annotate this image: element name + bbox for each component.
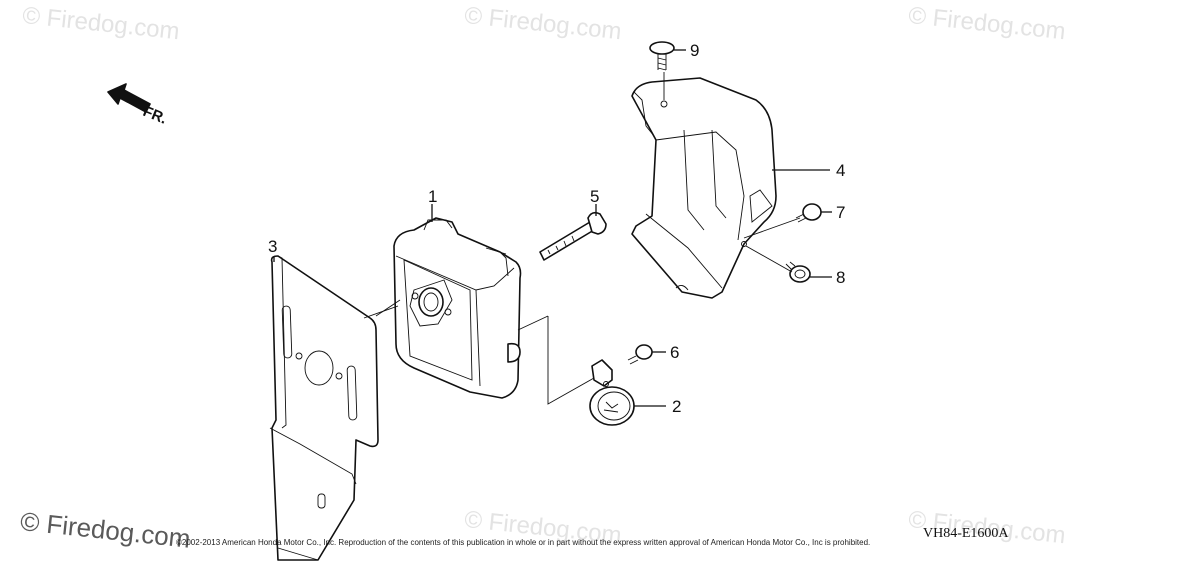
front-label: FR. [141, 103, 170, 128]
copyright-notice: ©2002-2013 American Honda Motor Co., Inc… [176, 538, 871, 547]
leader-lines [273, 72, 801, 405]
muffler-protector-cover [631, 77, 777, 299]
spark-arrester [589, 359, 635, 426]
muffler-protector-plate [269, 255, 379, 561]
front-direction-arrow: FR. [107, 83, 170, 128]
callout-1: 1 [428, 187, 437, 206]
callout-2: 2 [672, 397, 681, 416]
callout-8: 8 [836, 268, 845, 287]
tapping-screw-7 [795, 203, 822, 223]
callout-3: 3 [268, 237, 277, 256]
flange-screw-9 [649, 41, 675, 71]
diagram-code: VH84-E1600A [923, 526, 1009, 541]
callout-6: 6 [670, 343, 679, 362]
callout-4: 4 [836, 161, 845, 180]
muffler [393, 217, 522, 399]
tapping-screw-6 [627, 344, 653, 365]
flange-screw-8 [785, 261, 811, 283]
callout-5: 5 [590, 187, 599, 206]
callout-9: 9 [690, 41, 699, 60]
flange-bolt [539, 211, 607, 261]
callouts: 1 2 3 4 5 6 7 8 9 [268, 41, 845, 416]
callout-7: 7 [836, 203, 845, 222]
